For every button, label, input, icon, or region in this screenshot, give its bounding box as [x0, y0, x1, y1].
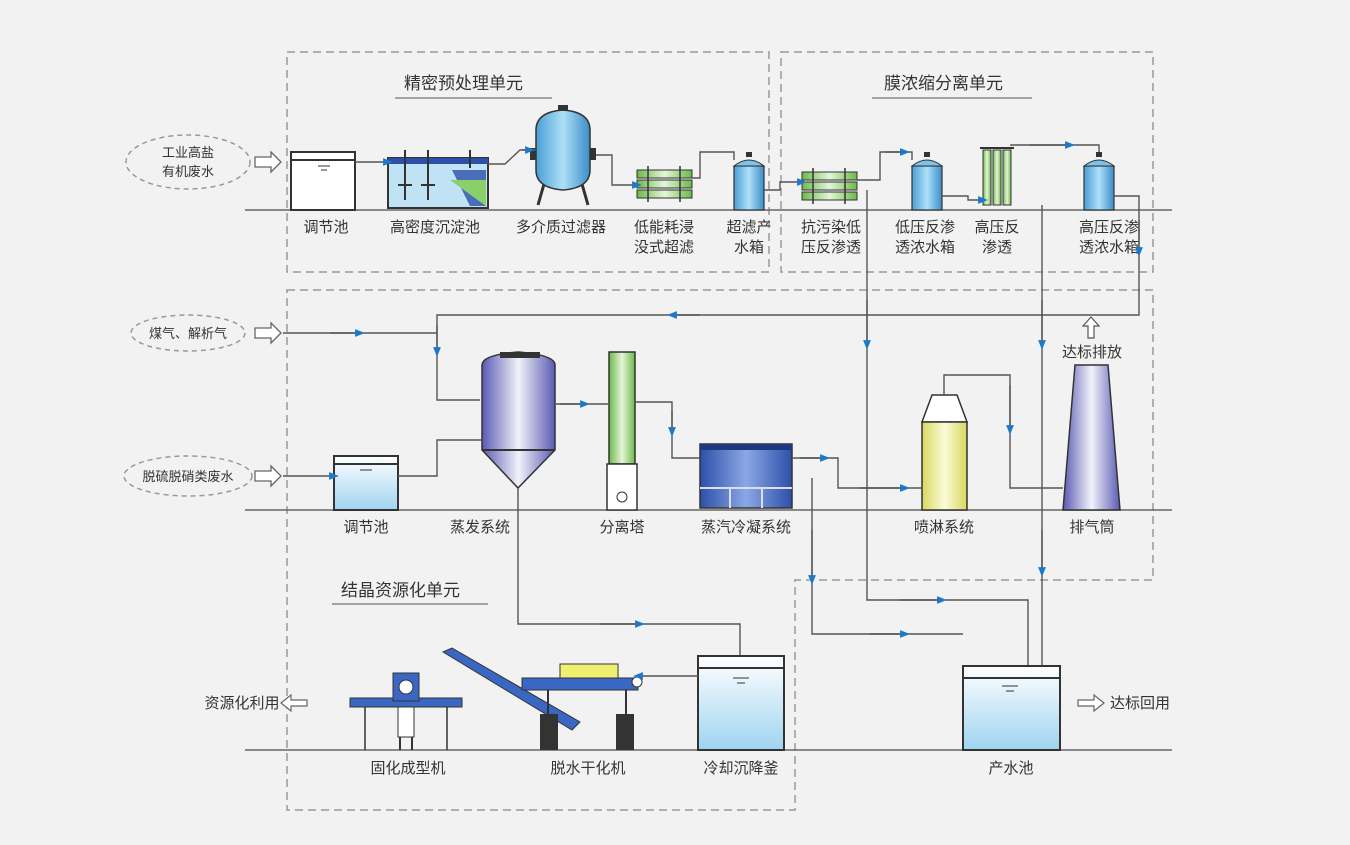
product-water-pool-icon: [962, 665, 1061, 751]
membrane-frame: [780, 51, 1154, 273]
uf-product-tank-icon: [732, 152, 766, 211]
input-desulf-ellipse: [123, 455, 253, 497]
uf-label-line2: 没式超滤: [634, 238, 694, 256]
emission-up-arrow-icon: [1081, 316, 1101, 339]
input-industrial-line1: 工业高盐: [162, 145, 214, 161]
anti-fouling-ro-label-line2: 压反渗透: [801, 238, 861, 256]
hp-ro-label-line1: 高压反: [974, 218, 1019, 236]
pretreatment-frame: [286, 51, 770, 273]
input-industrial-line2: 有机废水: [162, 164, 214, 180]
lp-concentrate-tank-icon: [910, 152, 944, 211]
reuse-std-label: 达标回用: [1110, 694, 1170, 712]
uf-tank-label-line1: 超滤产: [726, 218, 771, 236]
spray-scrubber-label: 喷淋系统: [914, 518, 974, 536]
section-title-pretreatment: 精密预处理单元: [404, 74, 523, 94]
crystallization-frame: [286, 289, 1154, 811]
reuse-right-arrow-icon: [1077, 693, 1105, 713]
input-gas-label: 煤气、解析气: [149, 326, 227, 342]
condenser-label: 蒸汽冷凝系统: [701, 518, 791, 536]
hp-tank-label-line1: 高压反渗: [1079, 218, 1139, 236]
product-pool-label: 产水池: [988, 759, 1033, 777]
emission-label: 达标排放: [1062, 343, 1122, 361]
uf-membrane-icon: [636, 166, 693, 202]
evaporator-label: 蒸发系统: [450, 518, 510, 536]
lp-tank-label-line1: 低压反渗: [895, 218, 955, 236]
section-title-crystallization: 结晶资源化单元: [341, 581, 460, 601]
multimedia-filter-label: 多介质过滤器: [516, 218, 606, 236]
row2-flow-lines: [283, 329, 1063, 656]
input-desulf-label: 脱硫脱硝类废水: [142, 469, 233, 485]
evaporator-icon: [481, 351, 556, 490]
sedimentation-tank-label: 高密度沉淀池: [390, 218, 480, 236]
input-gas-ellipse: [130, 314, 246, 352]
multimedia-filter-icon: [530, 105, 596, 206]
input-desulf-arrow-icon: [254, 464, 282, 488]
row1-flow-lines: [355, 141, 1143, 668]
spray-scrubber-icon: [920, 394, 969, 511]
exhaust-stack-label: 排气筒: [1069, 518, 1114, 536]
dewatering-dryer-icon: [441, 647, 643, 750]
anti-fouling-ro-icon: [801, 168, 858, 204]
input-gas-arrow-icon: [254, 321, 282, 345]
solidifier-icon: [349, 672, 463, 750]
dewatering-dryer-label: 脱水干化机: [550, 759, 625, 777]
sedimentation-tank-icon: [387, 150, 489, 209]
uf-label-line1: 低能耗浸: [634, 218, 694, 236]
hp-ro-label-line2: 渗透: [982, 238, 1012, 256]
row2-regulating-tank-icon: [333, 455, 399, 511]
hp-concentrate-tank-icon: [1082, 152, 1116, 211]
hp-tank-label-line2: 透浓水箱: [1079, 238, 1139, 256]
section-title-membrane: 膜浓缩分离单元: [884, 74, 1003, 94]
solidifier-label: 固化成型机: [370, 759, 445, 777]
input-industrial-arrow-icon: [254, 150, 282, 174]
lp-tank-label-line2: 透浓水箱: [895, 238, 955, 256]
uf-tank-label-line2: 水箱: [734, 238, 764, 256]
cooling-settling-tank-icon: [697, 655, 785, 751]
row1-regulating-tank-label: 调节池: [303, 218, 348, 236]
row2-regulating-tank-label: 调节池: [343, 518, 388, 536]
row1-regulating-tank-icon: [290, 151, 356, 211]
separator-tower-icon: [606, 351, 638, 511]
exhaust-stack-icon: [1062, 364, 1121, 511]
reuse-out-label: 资源化利用: [204, 694, 279, 712]
input-industrial-ellipse: [125, 134, 251, 190]
condenser-icon: [699, 443, 793, 509]
reuse-left-arrow-icon: [280, 693, 308, 713]
cooling-tank-label: 冷却沉降釜: [703, 759, 778, 777]
separator-tower-label: 分离塔: [599, 518, 644, 536]
hp-ro-modules-icon: [980, 147, 1014, 206]
anti-fouling-ro-label-line1: 抗污染低: [801, 218, 861, 236]
